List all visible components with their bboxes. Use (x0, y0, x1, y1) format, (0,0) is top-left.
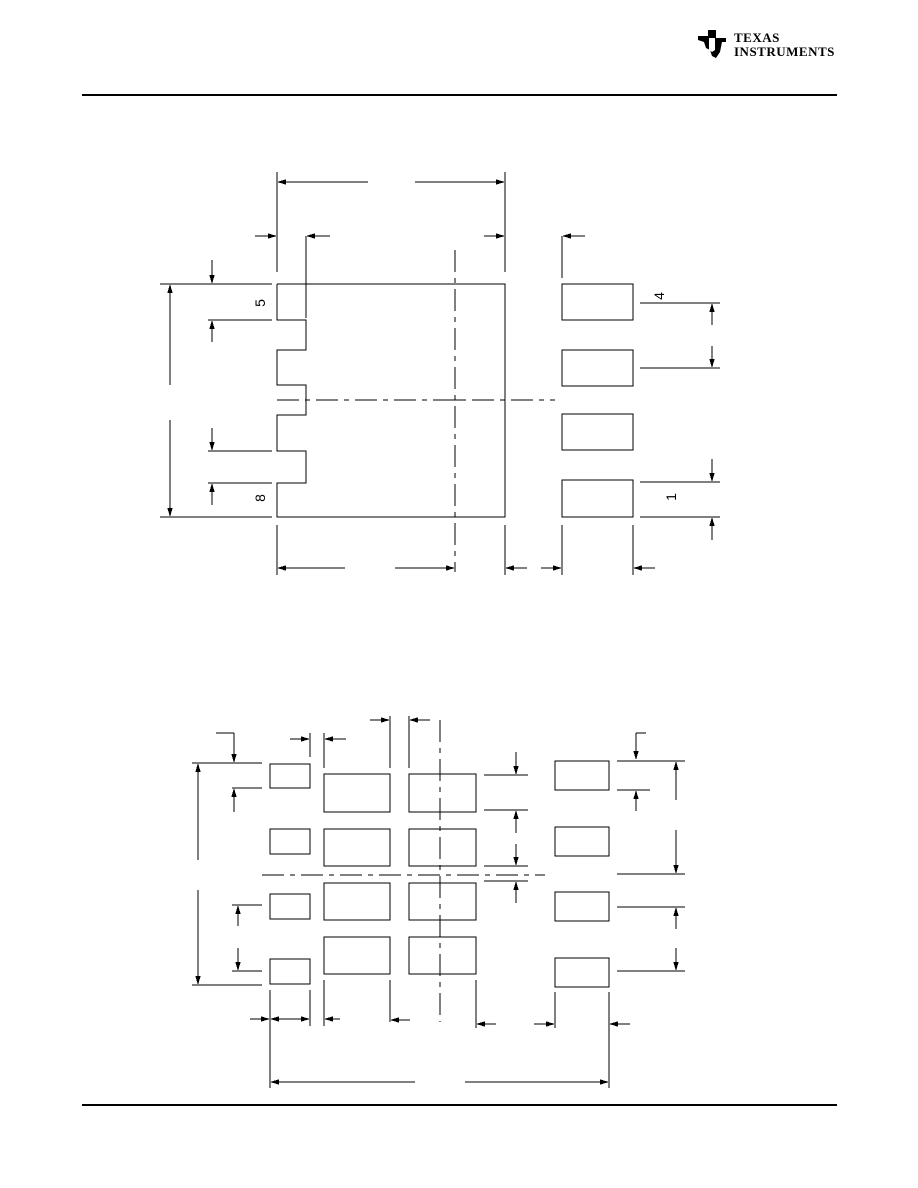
thermal-pad (408, 882, 477, 921)
thermal-pad (323, 828, 391, 867)
land-pad (554, 957, 610, 988)
pin-label-5: 5 (252, 299, 268, 307)
pin-label-4: 4 (651, 292, 667, 300)
land-pad (554, 891, 610, 922)
thermal-pad (408, 773, 477, 813)
pin-label-8: 8 (252, 494, 268, 502)
land-pattern-drawing (192, 716, 685, 1088)
land-pad (269, 763, 311, 789)
thermal-pad (323, 773, 391, 813)
thermal-pad (408, 828, 477, 867)
header-rule (82, 94, 837, 96)
logo-text-instruments: INSTRUMENTS (734, 44, 835, 59)
ti-logo: TEXAS INSTRUMENTS (696, 22, 838, 62)
ti-state-logo-icon (698, 30, 726, 58)
thermal-pad (323, 882, 391, 921)
land-pad (554, 826, 610, 857)
package-outline-drawing: 5 8 4 1 (160, 172, 720, 575)
pad-2 (561, 413, 634, 451)
pin-label-1: 1 (663, 493, 679, 501)
package-body-outline (276, 283, 506, 518)
thermal-pad (323, 936, 391, 975)
pad-3 (561, 349, 634, 387)
land-pad (554, 760, 610, 791)
pad-4 (561, 283, 634, 321)
land-pad (269, 958, 311, 985)
land-pad (269, 893, 311, 920)
land-pad (269, 828, 311, 855)
pad-1 (561, 479, 634, 518)
logo-text-texas: TEXAS (734, 30, 780, 45)
footer-rule (82, 1104, 837, 1106)
thermal-pad (408, 936, 477, 975)
